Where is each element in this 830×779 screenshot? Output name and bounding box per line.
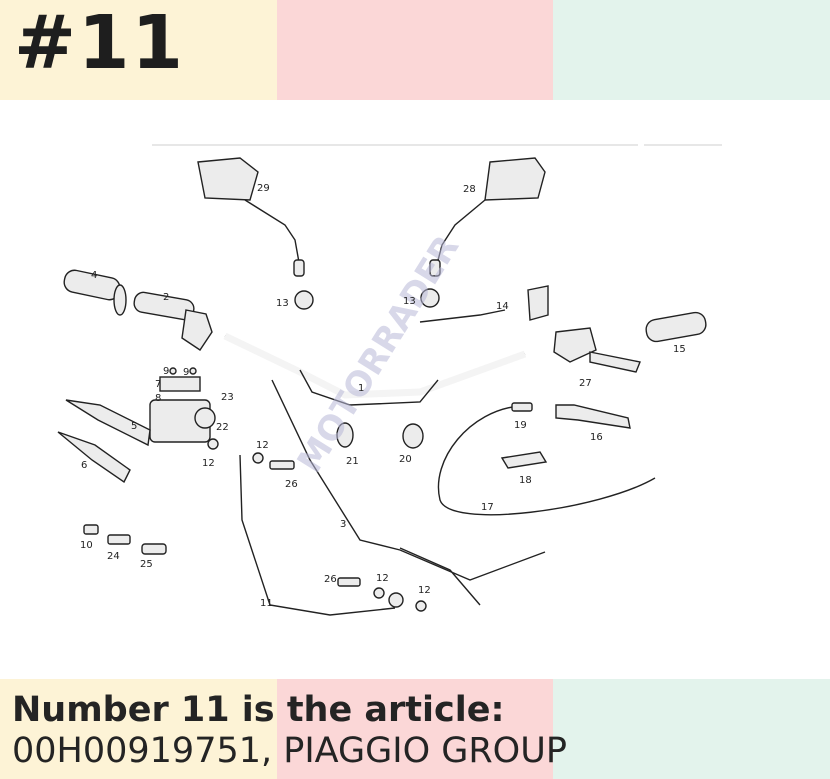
grip-left-4 (63, 269, 127, 316)
page-title: #11 (14, 0, 185, 86)
clamp-left (294, 290, 314, 310)
part-label: 12 (418, 585, 431, 596)
article-number: 00H00919751, PIAGGIO GROUP (12, 731, 567, 771)
mirror-right (429, 157, 546, 277)
part-label: 11 (260, 598, 273, 609)
part-label: 22 (216, 422, 229, 433)
small-parts (83, 402, 533, 612)
part-label: 19 (514, 420, 527, 431)
part-label: 5 (131, 421, 137, 432)
part-label: 12 (202, 458, 215, 469)
article-caption-heading: Number 11 is the article: (12, 690, 505, 730)
footer-color-band (0, 679, 830, 779)
cables (239, 309, 656, 616)
right-switch-and-levers (500, 285, 641, 469)
grip-right-15 (645, 311, 707, 343)
part-label: 20 (399, 454, 412, 465)
part-label: 18 (519, 475, 532, 486)
part-label: 7 (155, 379, 161, 390)
part-label: 2 (163, 292, 169, 303)
watermark: MOTORRADER (290, 229, 468, 480)
part-label: 27 (579, 378, 592, 389)
grip-throttle-2 (133, 291, 213, 351)
part-label: 8 (155, 393, 161, 404)
parts-diagram: MOTORRADER 1 2 3 4 5 6 7 8 9 9 10 11 12 … (57, 144, 722, 616)
part-label: 28 (463, 184, 476, 195)
brake-master-cylinder (57, 367, 216, 484)
part-label: 13 (403, 296, 416, 307)
part-label: 21 (346, 456, 359, 467)
part-label: 4 (91, 270, 97, 281)
part-label: 9 (183, 367, 189, 378)
clamp-right (420, 288, 440, 308)
header-color-band (0, 0, 830, 100)
part-label: 26 (285, 479, 298, 490)
part-label: 13 (276, 298, 289, 309)
part-label: 24 (107, 551, 120, 562)
part-label: 15 (673, 344, 686, 355)
part-label: 25 (140, 559, 153, 570)
part-label: 23 (221, 392, 234, 403)
part-label: 9 (163, 366, 169, 377)
part-label: 29 (257, 183, 270, 194)
part-label: 14 (496, 301, 509, 312)
handlebar (223, 332, 527, 406)
part-label: 6 (81, 460, 87, 471)
part-label: 12 (376, 573, 389, 584)
part-label: 16 (590, 432, 603, 443)
part-label: 26 (324, 574, 337, 585)
part-label: 17 (481, 502, 494, 513)
mirror-left (197, 157, 305, 277)
part-label: 10 (80, 540, 93, 551)
part-label: 1 (358, 383, 364, 394)
part-label: 12 (256, 440, 269, 451)
part-label: 3 (340, 519, 346, 530)
